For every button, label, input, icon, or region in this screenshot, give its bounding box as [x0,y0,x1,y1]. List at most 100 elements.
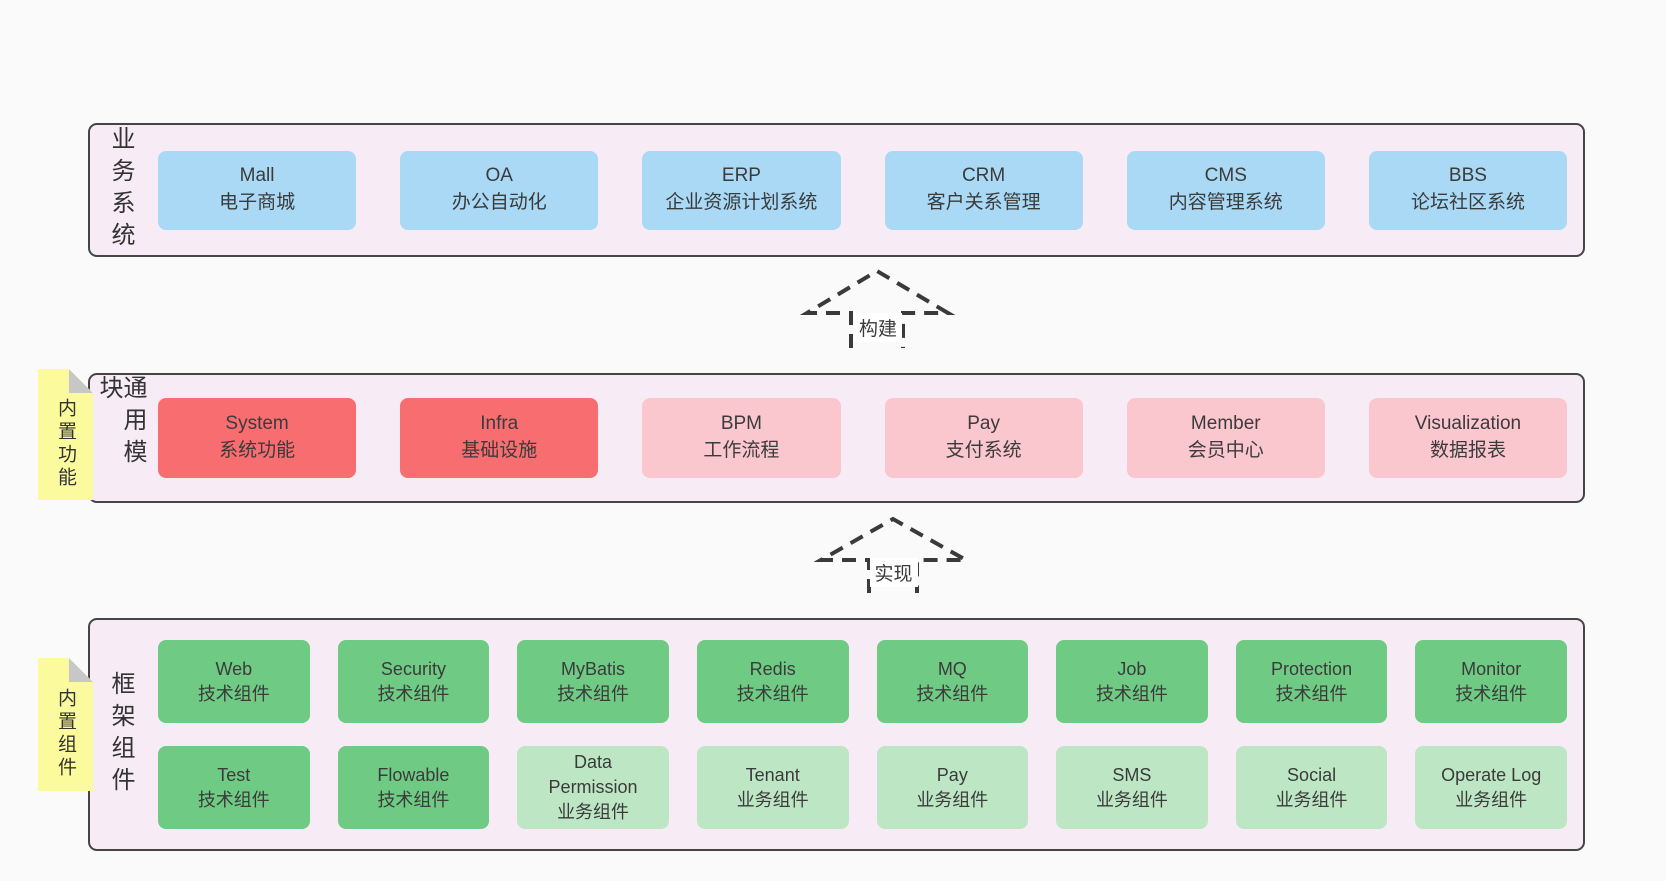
box-erp: ERP 企业资源计划系统 [642,150,841,230]
box-label-zh: 技术组件 [197,789,270,810]
box-label-zh: 技术组件 [377,683,450,704]
box-pay: Pay 支付系统 [884,398,1083,478]
box-label-zh: 业务组件 [1455,789,1528,810]
box-label-zh: 技术组件 [1455,683,1528,704]
box-mybatis: MyBatis 技术组件 [517,640,669,723]
box-mall: Mall 电子商城 [158,150,357,230]
box-label-en: Visualization [1414,413,1522,435]
box-label-en: Protection [1271,658,1353,679]
box-label-en: Job [1117,658,1147,679]
box-label-en: CRM [961,165,1006,187]
common-modules-boxes: System 系统功能 Infra 基础设施 BPM 工作流程 Pay 支付系统 Member 会… [144,375,1583,501]
sticky-note-builtin-components: 内置组件 [38,658,93,791]
box-redis: Redis 技术组件 [696,640,849,723]
box-label-zh: 办公自动化 [451,192,547,213]
box-label-zh: 支付系统 [945,440,1022,461]
box-label-en: Monitor [1461,658,1522,679]
box-member: Member 会员中心 [1126,398,1325,478]
box-label-zh: 工作流程 [703,440,780,461]
arrow-implement: 实现 [814,510,973,593]
sticky-note-builtin-functions: 内置功能 [38,369,93,500]
box-operate-log: Operate Log 业务组件 [1415,746,1567,829]
box-sms: SMS 业务组件 [1056,746,1208,829]
box-label-zh: 基础设施 [461,440,538,461]
box-label-en: System [225,413,289,435]
box-pay: Pay 业务组件 [876,746,1029,829]
box-web: Web 技术组件 [158,640,310,723]
note-text: 内置组件 [55,687,76,780]
box-label-en: BPM [720,413,763,435]
box-infra: Infra 基础设施 [400,398,599,478]
box-label-en: Operate Log [1441,764,1542,785]
box-label-en: OA [485,165,513,187]
box-bpm: BPM 工作流程 [642,398,841,478]
box-label-zh: 论坛社区系统 [1410,192,1525,213]
box-label-zh: 业务组件 [1275,789,1348,810]
box-label-en: Social [1287,764,1337,785]
box-label-zh: 数据报表 [1429,440,1506,461]
box-label-en: MQ [937,658,967,679]
box-system: System 系统功能 [158,398,357,478]
box-label-zh: 业务组件 [916,789,989,810]
box-label-zh: 业务组件 [557,801,630,822]
box-bbs: BBS 论坛社区系统 [1368,150,1568,230]
box-label-en: Tenant [745,764,800,785]
box-label-zh: 技术组件 [736,683,809,704]
dashed-up-arrow-icon [800,268,956,348]
box-label-zh: 技术组件 [916,683,989,704]
box-label-en: BBS [1448,165,1487,187]
box-label-en: Infra [480,413,519,435]
box-test: Test 技术组件 [158,746,310,829]
arrow-label: 实现 [869,558,918,587]
box-label-zh: 系统功能 [219,440,296,461]
arrow-build: 构建 [800,262,956,348]
box-label-zh: 内容管理系统 [1168,192,1283,213]
box-label-en: Pay [936,764,968,785]
box-label-en: Test [217,764,251,785]
box-label-zh: 会员中心 [1187,440,1264,461]
box-label-en: Redis [749,658,796,679]
box-label-zh: 企业资源计划系统 [665,192,818,213]
box-tenant: Tenant 业务组件 [696,746,849,829]
dashed-up-arrow-icon [814,516,973,593]
layer-label-text: 框架组件 [107,670,134,799]
box-label-zh: 电子商城 [219,192,296,213]
layer-label-text: 通用模块 [95,375,146,471]
box-protection: Protection 技术组件 [1235,640,1388,723]
box-label-zh: 技术组件 [1275,683,1348,704]
layer-label-components: 框架组件 [96,620,144,849]
layer-label-business: 业务系统 [96,125,144,255]
box-label-en: Member [1190,413,1261,435]
box-label-en: Security [380,658,446,679]
box-label-en: Flowable [377,764,450,785]
box-label-en: MyBatis [561,658,626,679]
box-label-en: Web [215,658,253,679]
box-label-zh: 业务组件 [736,789,809,810]
note-text: 内置功能 [55,397,76,490]
box-label-en: Pay [967,413,1000,435]
box-label-en: ERP [721,165,761,187]
box-label-en: Mall [239,165,275,187]
box-security: Security 技术组件 [337,640,490,723]
box-mq: MQ 技术组件 [876,640,1029,723]
box-label-zh: 技术组件 [557,683,630,704]
box-label-en: SMS [1112,764,1152,785]
layer-label-text: 业务系统 [107,126,134,254]
box-label-zh: 技术组件 [197,683,270,704]
box-label-en: Data Permission [548,752,638,798]
box-label-zh: 业务组件 [1095,789,1168,810]
layer-label-modules: 通用模块 [95,375,146,501]
box-oa: OA 办公自动化 [400,150,599,230]
arrow-label: 构建 [853,313,903,342]
layer-common-modules: 通用模块 System 系统功能 Infra 基础设施 BPM 工作流程 Pay 支付系统 Me… [88,373,1585,503]
